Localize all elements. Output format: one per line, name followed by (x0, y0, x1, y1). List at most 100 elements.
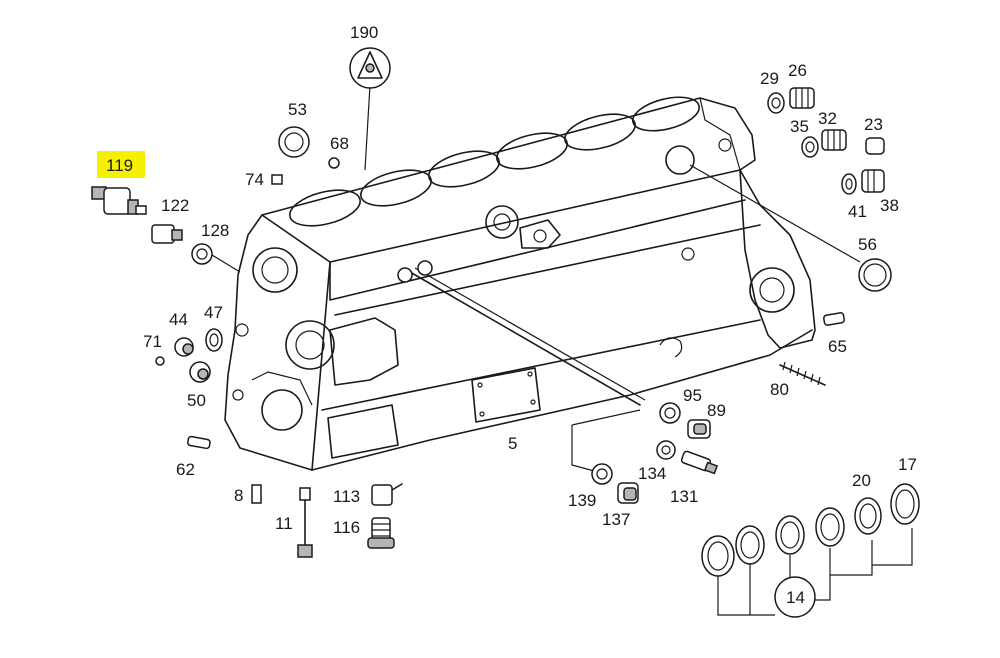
cylinder-bore-4 (496, 132, 568, 170)
side-plug-boss (485, 205, 519, 239)
part-113-clip (371, 483, 403, 506)
part-71-ball (155, 356, 165, 366)
part-62-pin (187, 435, 211, 450)
side-flange (519, 219, 561, 249)
label-95[interactable]: 95 (683, 386, 702, 405)
label-41[interactable]: 41 (848, 202, 867, 221)
part-44-plug (174, 337, 194, 357)
label-68[interactable]: 68 (330, 134, 349, 153)
label-38[interactable]: 38 (880, 196, 899, 215)
part-74-plug (271, 174, 283, 185)
front-bore-lower (261, 389, 303, 431)
block-bottom-edge (311, 329, 813, 471)
block-mid-ridge (334, 224, 761, 316)
label-47[interactable]: 47 (204, 303, 223, 322)
label-139[interactable]: 139 (568, 491, 596, 510)
part-68-ball (328, 157, 340, 169)
part-20-ring (854, 497, 882, 535)
label-44[interactable]: 44 (169, 310, 188, 329)
part-23-plug (865, 137, 885, 155)
label-23[interactable]: 23 (864, 115, 883, 134)
label-80[interactable]: 80 (770, 380, 789, 399)
part-35-ring (801, 136, 819, 158)
part-14-liner-rings (701, 507, 845, 577)
part-80-stud (779, 361, 826, 386)
part-32-plug (821, 129, 847, 151)
label-62[interactable]: 62 (176, 460, 195, 479)
block-side-ridge (329, 199, 746, 301)
label-137[interactable]: 137 (602, 510, 630, 529)
label-20[interactable]: 20 (852, 471, 871, 490)
engine-block (224, 96, 816, 471)
label-89[interactable]: 89 (707, 401, 726, 420)
side-boss (329, 317, 399, 386)
cylinder-bore-1 (289, 189, 361, 227)
lower-front-plate (327, 404, 399, 459)
label-32[interactable]: 32 (818, 109, 837, 128)
part-56-cap (858, 258, 892, 292)
label-50[interactable]: 50 (187, 391, 206, 410)
label-17[interactable]: 17 (898, 455, 917, 474)
part-65-pin (823, 312, 845, 326)
part-50-plug (189, 361, 211, 383)
part-29-ring (767, 92, 785, 114)
part-131-sensor (680, 450, 719, 475)
part-labels: 190 53 68 74 119 122 128 44 47 71 50 62 … (106, 23, 917, 607)
front-bore-middle (285, 320, 335, 370)
side-cover-plate (471, 367, 541, 423)
part-95-washer (659, 402, 681, 424)
label-119[interactable]: 119 (106, 156, 133, 175)
part-119-sensor (91, 186, 147, 215)
label-11[interactable]: 11 (275, 514, 293, 533)
cylinder-bore-2 (360, 169, 432, 207)
label-128[interactable]: 128 (201, 221, 229, 240)
part-11-bolt (297, 487, 313, 558)
label-116[interactable]: 116 (333, 518, 360, 537)
cylinder-bore-6 (632, 96, 700, 132)
block-top-deck (261, 97, 756, 263)
cylinder-bore-3 (428, 150, 500, 188)
part-17-ring (890, 483, 920, 525)
label-131[interactable]: 131 (670, 487, 698, 506)
part-41-ring (841, 173, 857, 195)
rear-bore (749, 267, 795, 313)
part-137-plug (617, 482, 639, 504)
part-8-key (251, 484, 262, 504)
part-89-plug (687, 419, 711, 439)
label-26[interactable]: 26 (788, 61, 807, 80)
part-134-washer (656, 440, 676, 460)
label-74[interactable]: 74 (245, 170, 264, 189)
highlight-box-119 (97, 151, 145, 178)
leader-lines (211, 84, 913, 616)
part-128-washer (191, 243, 213, 265)
block-left-face (224, 214, 331, 471)
label-65[interactable]: 65 (828, 337, 847, 356)
label-190[interactable]: 190 (350, 23, 378, 42)
label-14[interactable]: 14 (786, 588, 805, 607)
label-29[interactable]: 29 (760, 69, 779, 88)
oil-gallery-line (409, 271, 641, 406)
part-47-ring (205, 328, 223, 352)
front-bore-upper (252, 247, 298, 293)
part-139-washer (591, 463, 613, 485)
label-53[interactable]: 53 (288, 100, 307, 119)
label-113[interactable]: 113 (333, 487, 360, 506)
label-122[interactable]: 122 (161, 196, 189, 215)
callout-circle-14 (774, 576, 816, 618)
label-56[interactable]: 56 (858, 235, 877, 254)
label-5[interactable]: 5 (508, 434, 517, 453)
rear-plug-boss (665, 145, 695, 175)
block-lower-ridge (321, 319, 761, 411)
label-35[interactable]: 35 (790, 117, 809, 136)
label-71[interactable]: 71 (143, 332, 162, 351)
part-26-plug (789, 87, 815, 109)
part-116-plug (367, 517, 395, 549)
part-53-seal (278, 126, 310, 158)
label-8[interactable]: 8 (234, 486, 243, 505)
part-190-timing-cover-cap (349, 47, 391, 89)
part-122-adapter (151, 224, 183, 244)
cylinder-bore-5 (564, 113, 636, 151)
label-134[interactable]: 134 (638, 464, 666, 483)
